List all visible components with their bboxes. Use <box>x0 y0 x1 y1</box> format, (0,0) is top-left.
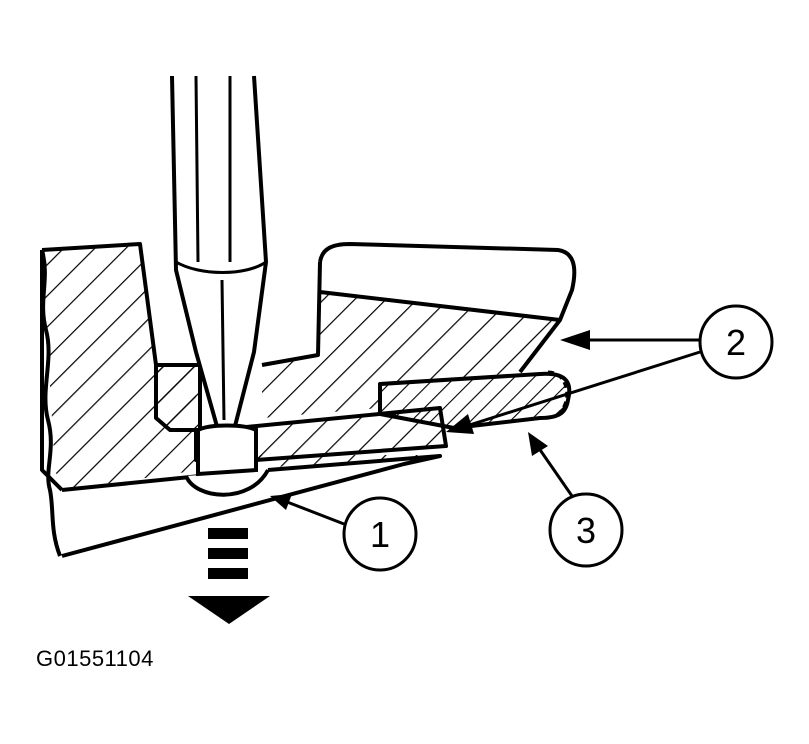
callout-2-label: 2 <box>726 322 746 363</box>
punch-tool-collar <box>175 260 267 274</box>
component-1-outline <box>61 454 442 558</box>
component-2-cap <box>320 244 575 320</box>
callout-1-arrowhead <box>270 494 292 510</box>
housing-outline <box>40 242 158 492</box>
housing-body <box>42 244 440 490</box>
figure-code: G01551104 <box>36 646 154 671</box>
down-arrow-dash-3 <box>208 568 248 579</box>
punch-tool-tip-line <box>220 279 226 421</box>
component-3-spring-clip <box>378 371 572 430</box>
down-arrow-dash-1 <box>208 528 248 539</box>
callout-3-leader <box>534 443 574 497</box>
component-2-outline <box>261 242 577 374</box>
punch-tool-groove-1 <box>194 75 200 263</box>
callout-2-arrowhead-upper <box>560 330 590 350</box>
callout-1-label: 1 <box>370 514 390 555</box>
callout-2-arrowhead-lower <box>446 414 474 434</box>
down-arrow-icon <box>188 528 270 624</box>
pin <box>196 423 258 477</box>
bearing-ball <box>184 468 270 497</box>
callout-1-circle <box>342 496 418 572</box>
callout-2-leader-lower <box>459 350 701 430</box>
callout-1-leader <box>281 498 345 526</box>
callout-2-circle <box>698 304 774 380</box>
callout-3-arrowhead <box>528 432 548 456</box>
down-arrow-dash-2 <box>208 548 248 559</box>
insert-block <box>154 363 202 432</box>
callout-3-circle <box>548 492 624 568</box>
down-arrow-head <box>188 596 270 624</box>
housing-break-line <box>40 249 62 557</box>
callout-3-label: 3 <box>576 510 596 551</box>
